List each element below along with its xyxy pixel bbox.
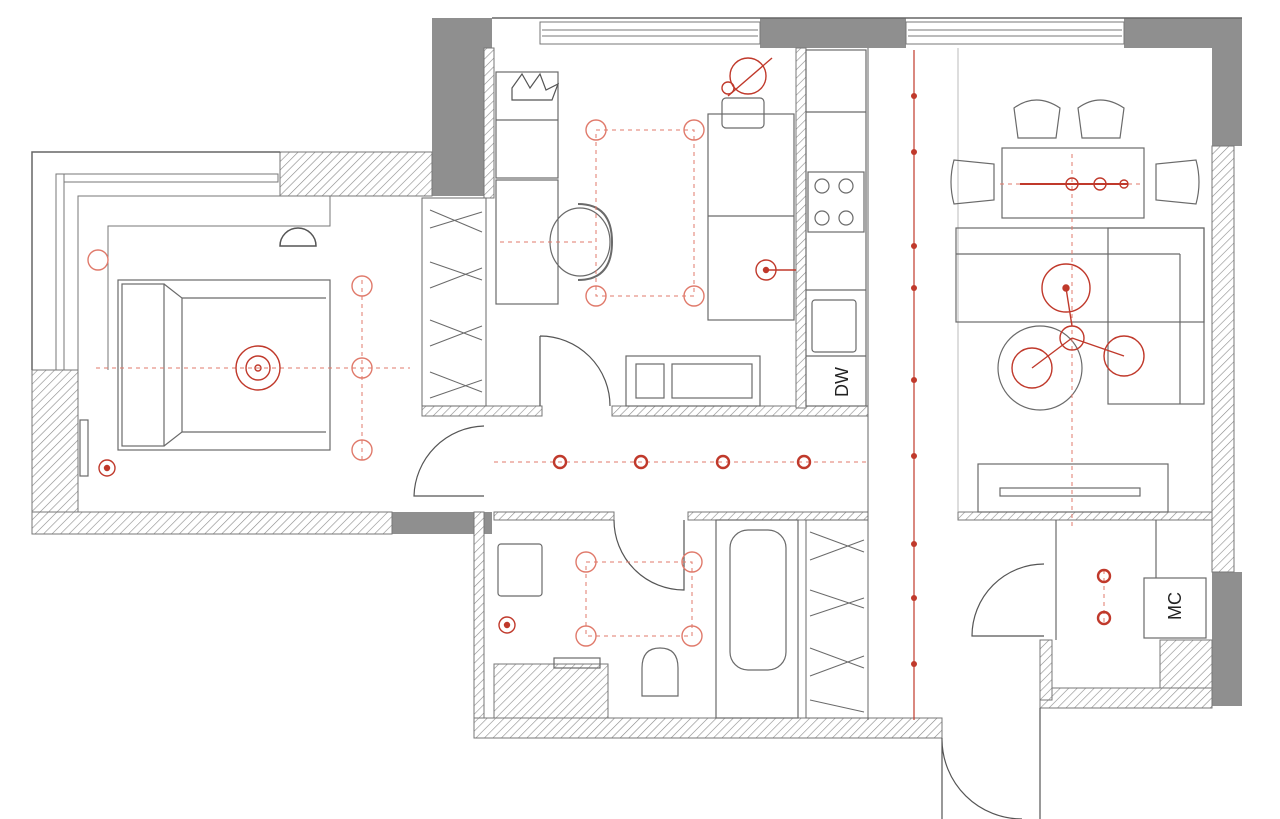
wall-radiator (79, 419, 89, 477)
windows (55, 21, 1125, 371)
spot-light-icon (1096, 568, 1112, 584)
door-swing (941, 738, 1023, 819)
kitchen-sink (811, 299, 857, 353)
tv-console (977, 463, 1169, 513)
coffee-table (997, 325, 1083, 411)
wall-hatched (31, 511, 393, 535)
shelf (495, 71, 559, 179)
spot-light-icon (351, 275, 373, 297)
spot-light-icon (575, 551, 597, 573)
living (950, 99, 1205, 513)
wall-hatched (493, 663, 609, 719)
wall-light-icon (498, 616, 516, 634)
door-swing (971, 563, 1045, 637)
chandelier-icon (235, 345, 281, 391)
sofa (707, 113, 795, 321)
window (905, 21, 1125, 45)
utility-cabinet (1143, 577, 1207, 639)
spot-light-icon (585, 285, 607, 307)
wall-hatched (795, 47, 807, 409)
wall-block (1212, 18, 1242, 146)
hall-lights (552, 454, 812, 470)
dining-chairs (950, 99, 1200, 205)
window (55, 173, 279, 183)
lights (87, 57, 1145, 667)
wall-hatched (687, 511, 869, 521)
wall-hatched (279, 151, 433, 197)
wall-hatched (421, 405, 543, 417)
cooktop (807, 171, 865, 233)
bed (117, 279, 331, 451)
pillow (721, 97, 765, 129)
spot-light-icon (585, 119, 607, 141)
wall-hatched (473, 717, 943, 739)
dishwasher-label: DW (832, 367, 852, 397)
spot-light-icon (681, 551, 703, 573)
pendant-icon (1011, 347, 1053, 389)
wall-hatched (1039, 687, 1213, 709)
walls (31, 17, 1242, 739)
wall-block (432, 18, 492, 196)
spot-light-icon (683, 285, 705, 307)
office-chair (549, 207, 611, 277)
wall-block (392, 512, 492, 534)
wall-hatched (1211, 145, 1235, 573)
bathtub (715, 519, 799, 719)
dining-table (1001, 147, 1145, 219)
window (55, 173, 65, 371)
floor-lamp-icon (729, 57, 767, 95)
spot-light-icon (681, 625, 703, 647)
bedroom (79, 279, 331, 477)
spot-light-icon (87, 249, 109, 271)
wall-hatched (31, 369, 79, 535)
spot-light-icon (1096, 610, 1112, 626)
wall-block (760, 18, 906, 48)
utility-label: MC (1165, 592, 1185, 620)
wall-hatched (1039, 639, 1053, 701)
lighting-guides (96, 129, 1144, 637)
wall-hatched (611, 405, 869, 417)
bed-pillow (121, 283, 165, 447)
pendant-icon (1041, 263, 1091, 313)
door-swing (413, 425, 485, 497)
cabinet (625, 355, 761, 407)
plant-icon (511, 72, 560, 101)
counter (805, 49, 867, 407)
spot-light-icon (351, 439, 373, 461)
spot-light-icon (575, 625, 597, 647)
wall-hatched (483, 47, 495, 199)
kitchen: DW (805, 49, 867, 407)
riser-markers (911, 93, 917, 667)
tv (999, 487, 1141, 497)
study (495, 71, 795, 407)
wall-hatched (1159, 639, 1213, 689)
spot-light-icon (351, 357, 373, 379)
door-swing (539, 335, 611, 407)
door-swing (613, 519, 685, 591)
bathroom: MC (497, 519, 1207, 719)
pendant-icon (1103, 335, 1145, 377)
spot-light-icon (683, 119, 705, 141)
wall-light-icon (98, 459, 116, 477)
wall-hatched (473, 511, 485, 739)
door-swing (279, 227, 317, 247)
window (539, 21, 761, 45)
washbasin (497, 543, 543, 597)
wall-hatched (957, 511, 1213, 521)
wall-hatched (493, 511, 615, 521)
wall-block (1212, 572, 1242, 706)
wardrobes (421, 197, 869, 719)
doors (279, 227, 1045, 819)
toilet (641, 647, 679, 697)
